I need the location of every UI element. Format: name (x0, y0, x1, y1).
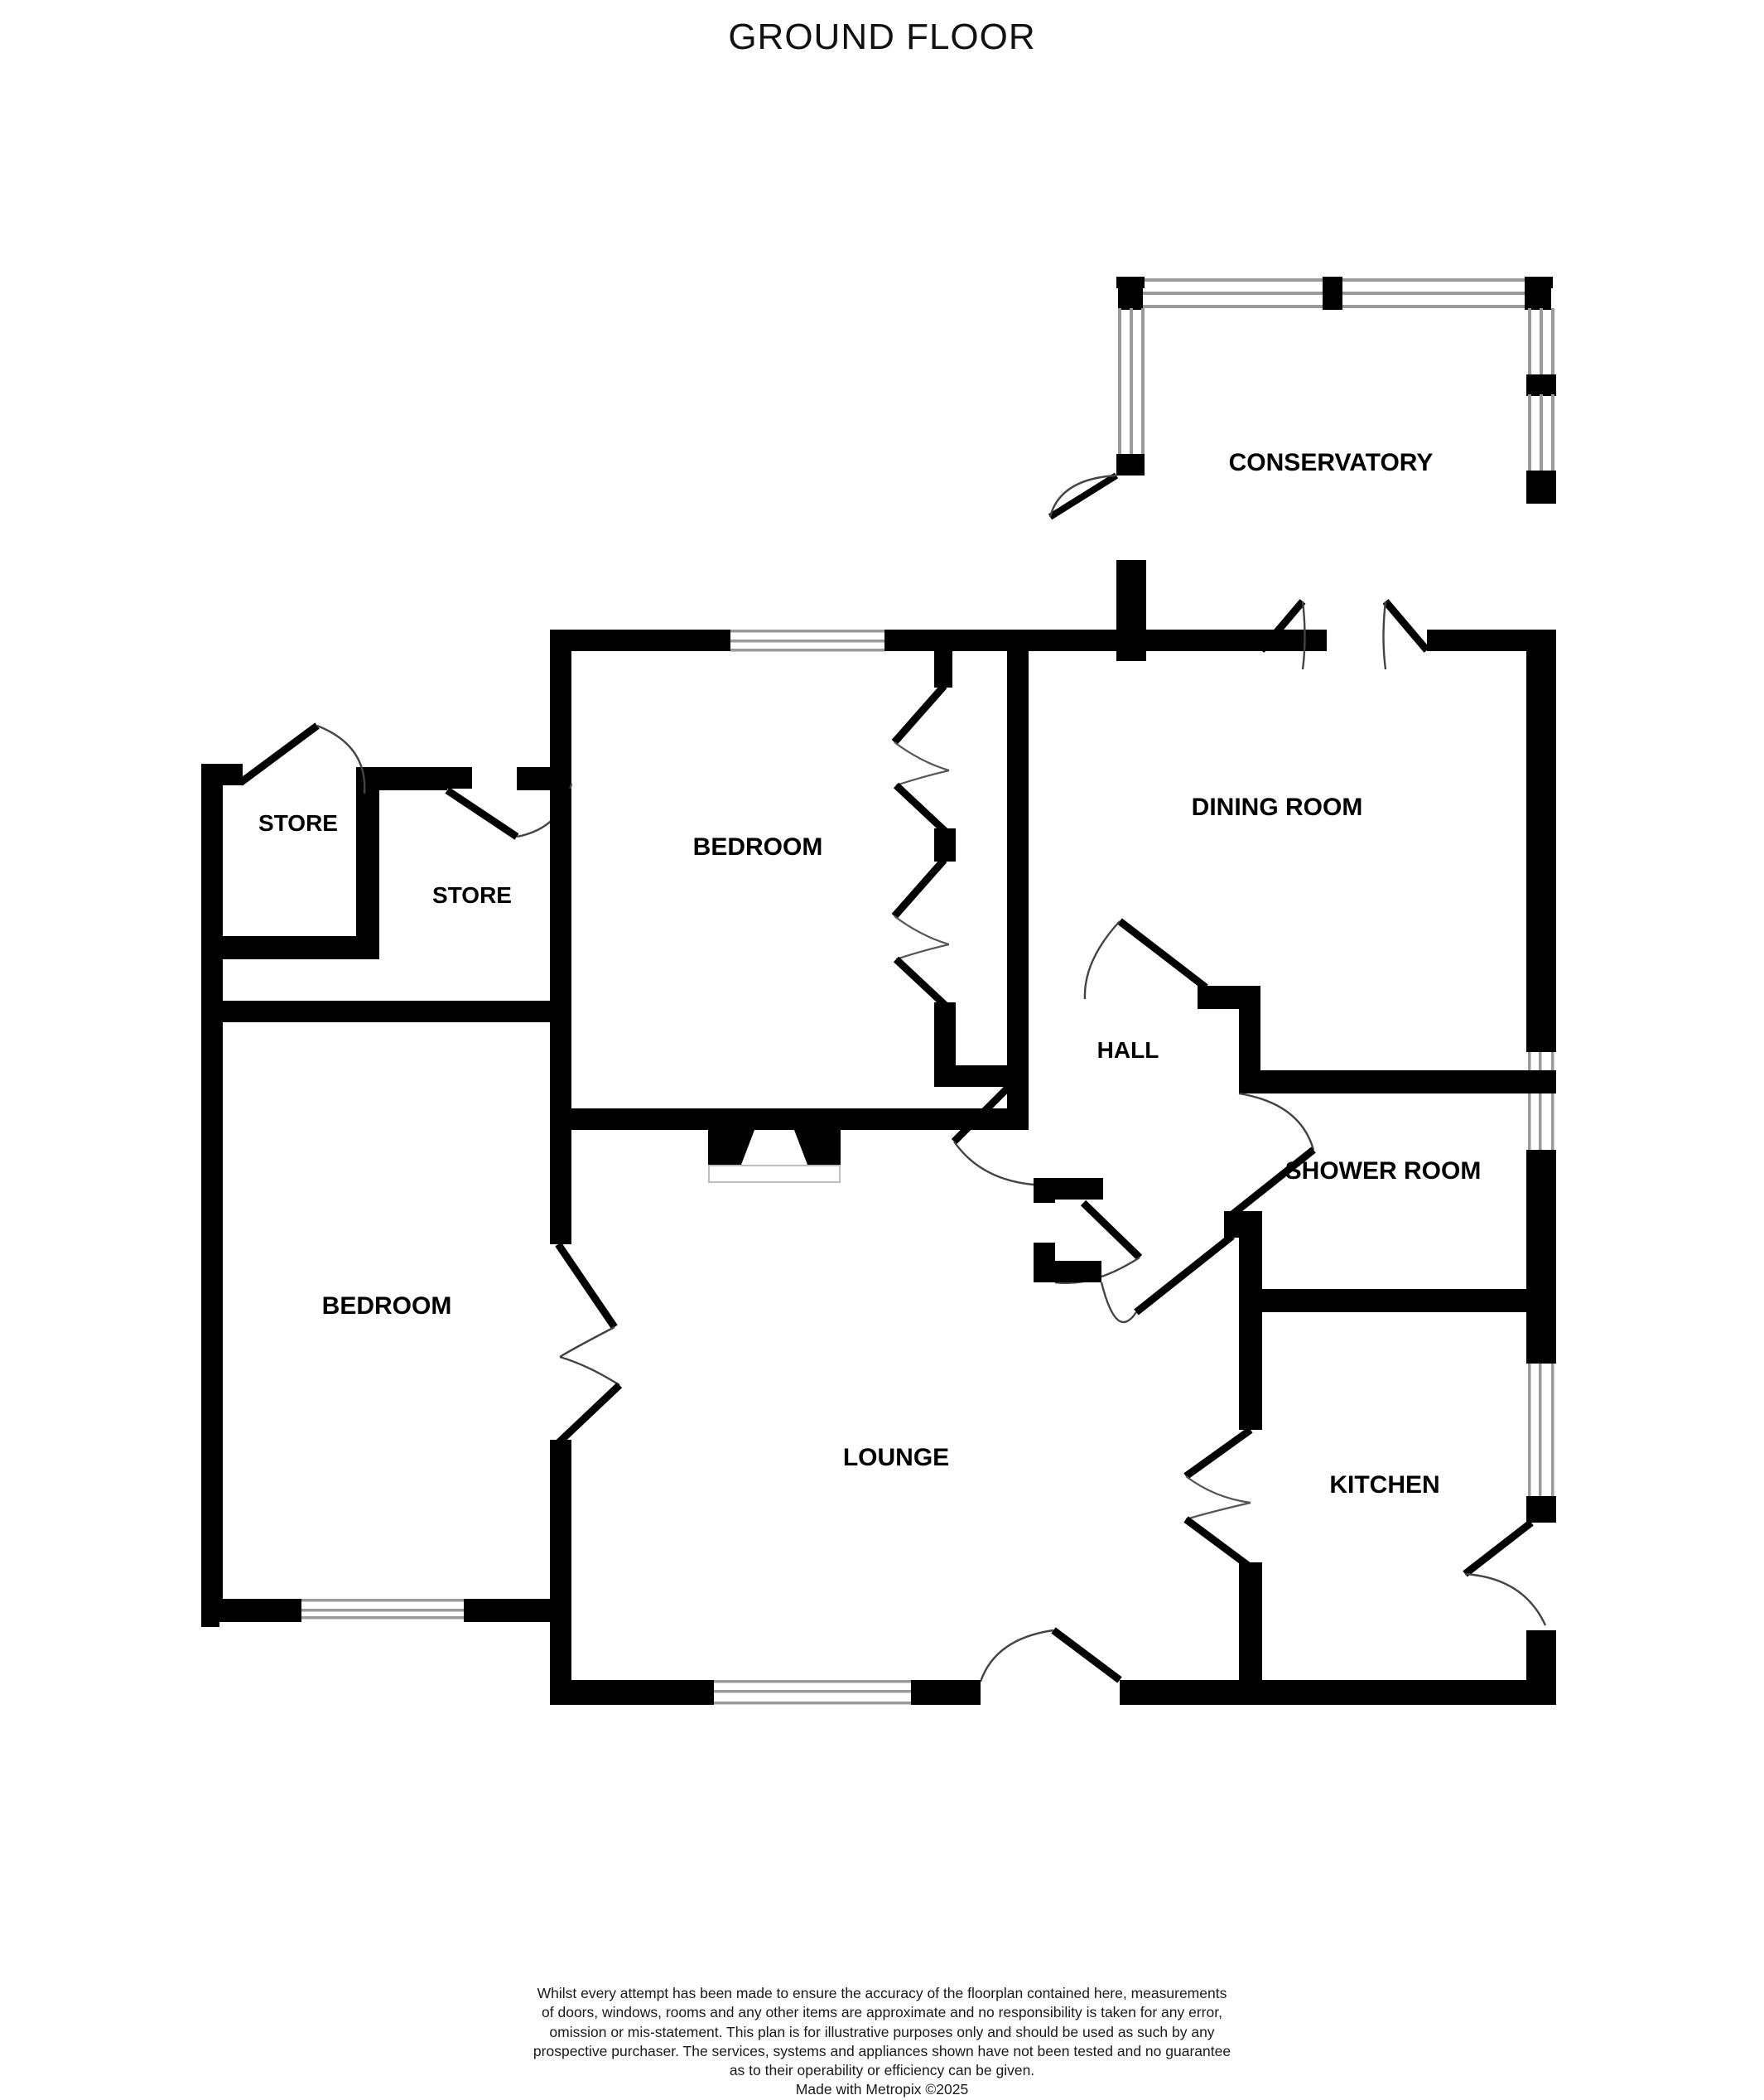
wall-right-mid (1526, 1150, 1556, 1364)
room-label-shower-room: SHOWER ROOM (1285, 1157, 1482, 1185)
arc-hall-bl (1100, 1282, 1137, 1324)
disclaimer-line-4: prospective purchaser. The services, sys… (533, 2042, 1231, 2059)
fireplace-symbol (708, 1130, 841, 1183)
window-lounge-bottom (714, 1680, 911, 1705)
wall-kitchen-left-lower (1239, 1562, 1262, 1705)
door-bedroom-left (555, 1242, 623, 1446)
wall-folding-pier-top (934, 651, 952, 688)
door-dining-to-conservatory (1258, 599, 1430, 670)
disclaimer-line-2: of doors, windows, rooms and any other i… (542, 2004, 1222, 2021)
window-bedroom-left-bottom (301, 1599, 464, 1622)
wall-bottom-right (1120, 1680, 1556, 1705)
window-bedroom-top (730, 630, 884, 652)
door-kitchen-lounge (1183, 1427, 1253, 1571)
wall-right-dining (1526, 630, 1556, 1052)
disclaimer-line-5: as to their operability or efficiency ca… (729, 2062, 1035, 2079)
room-label-hall: HALL (1097, 1037, 1159, 1063)
wall-hall-lounge-pier (1034, 1243, 1055, 1282)
wall-right-kitchen-pier (1526, 1496, 1556, 1523)
wall-kitchen-left-upper (1239, 1312, 1262, 1430)
room-label-lounge: LOUNGE (843, 1444, 949, 1471)
wall-left-bedroom-door-pierA (550, 1112, 571, 1244)
wall-store-bottom (201, 936, 373, 959)
door-hall-shower (1230, 1092, 1316, 1218)
room-label-bedroom-top: BEDROOM (693, 833, 823, 861)
wall-top-bedroom-b (884, 630, 1133, 651)
window-kitchen-right (1528, 1364, 1554, 1496)
wall-shower-kitchen-divider (1239, 1289, 1556, 1312)
wall-store-top-right (356, 767, 447, 790)
conservatory-glazing-right (1526, 308, 1556, 504)
wall-bedroom-left-b (550, 789, 571, 1112)
door-hall-dining (1083, 918, 1208, 1000)
room-label-store-big: STORE (432, 882, 512, 908)
door-kitchen-back (1463, 1519, 1547, 1626)
room-labels: CONSERVATORY DINING ROOM BEDROOM STORE S… (258, 449, 1481, 1499)
plan-walls (201, 277, 1556, 1705)
door-hall-bedroom (951, 1084, 1034, 1186)
wall-bedroom-lounge-divider (571, 1108, 1029, 1130)
room-label-bedroom-left: BEDROOM (322, 1292, 452, 1320)
room-label-kitchen: KITCHEN (1329, 1471, 1439, 1499)
wall-bottom-mid-pier (911, 1680, 981, 1705)
disclaimer-line-3: omission or mis-statement. This plan is … (549, 2023, 1215, 2040)
conservatory-glazing-top (1116, 277, 1553, 310)
wall-bedroom-hall-pier (934, 1037, 956, 1087)
door-lounge-patio (979, 1627, 1122, 1683)
conservatory-glazing-left (1116, 308, 1145, 476)
door-folding-bedroom (891, 683, 956, 1039)
wall-store-big-pierA (447, 767, 472, 789)
wall-hall-lounge-top (1034, 1178, 1103, 1200)
wall-bedroom-dining-divider (1007, 651, 1029, 1112)
conservatory-door-left (1048, 472, 1119, 520)
window-shower-right (1528, 1052, 1554, 1150)
wall-top-dining-a (1133, 630, 1327, 651)
disclaimer-line-1: Whilst every attempt has been made to en… (537, 1985, 1227, 2001)
wall-hall-diagonal-br (1134, 1233, 1235, 1316)
wall-bedroom-left-a (550, 630, 571, 780)
room-label-conservatory: CONSERVATORY (1229, 449, 1434, 476)
wall-bedroom-bottom-step (464, 1599, 571, 1622)
wall-dining-shower-divider (1239, 1070, 1556, 1093)
door-store-small (238, 722, 366, 794)
metropix-credit: Made with Metropix ©2025 (795, 2081, 969, 2098)
wall-store-bedroom-divider (201, 1001, 571, 1022)
disclaimer-footer: Whilst every attempt has been made to en… (0, 1984, 1764, 2100)
wall-bottom-lounge-left (550, 1680, 714, 1705)
page-title: GROUND FLOOR (728, 17, 1036, 57)
room-label-store-small: STORE (258, 810, 338, 836)
wall-store-right (356, 767, 379, 959)
room-label-dining-room: DINING ROOM (1192, 794, 1363, 821)
wall-store-left (201, 767, 223, 958)
wall-top-dining-b (1427, 630, 1526, 651)
